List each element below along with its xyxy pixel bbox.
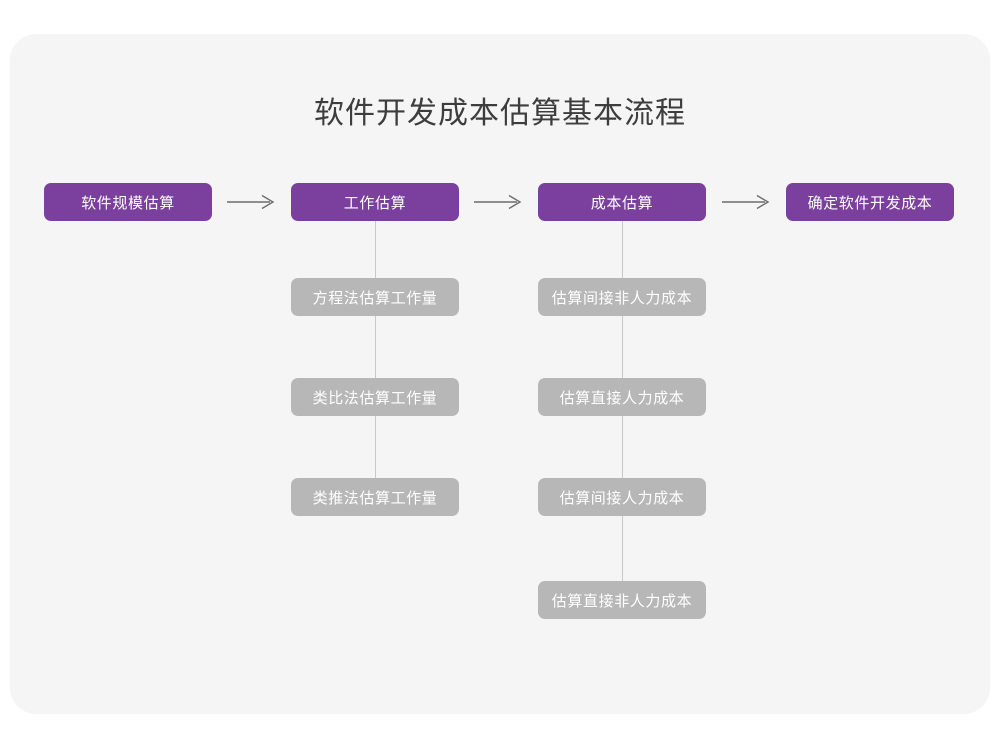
branch-node-indirect-labor-cost[interactable]: 估算间接人力成本: [538, 478, 706, 516]
branch-node-direct-nonlabor-cost[interactable]: 估算直接非人力成本: [538, 581, 706, 619]
branch-node-direct-labor-cost[interactable]: 估算直接人力成本: [538, 378, 706, 416]
page-title: 软件开发成本估算基本流程: [314, 97, 686, 130]
connector-line-cost-estimation: [622, 221, 623, 619]
branch-node-equation-method-workload[interactable]: 方程法估算工作量: [291, 278, 459, 316]
arrow-right-icon-2: [473, 192, 525, 212]
arrow-right-icon-1: [226, 192, 278, 212]
flow-node-determine-development-cost[interactable]: 确定软件开发成本: [786, 183, 954, 221]
branch-node-analogy-method-workload[interactable]: 类比法估算工作量: [291, 378, 459, 416]
branch-node-indirect-nonlabor-cost[interactable]: 估算间接非人力成本: [538, 278, 706, 316]
flow-node-cost-estimation[interactable]: 成本估算: [538, 183, 706, 221]
connector-line-work-estimation: [375, 221, 376, 516]
content-card: [10, 34, 990, 714]
flow-node-work-estimation[interactable]: 工作估算: [291, 183, 459, 221]
branch-node-inference-method-workload[interactable]: 类推法估算工作量: [291, 478, 459, 516]
flow-node-software-scale-estimation[interactable]: 软件规模估算: [44, 183, 212, 221]
arrow-right-icon-3: [721, 192, 773, 212]
